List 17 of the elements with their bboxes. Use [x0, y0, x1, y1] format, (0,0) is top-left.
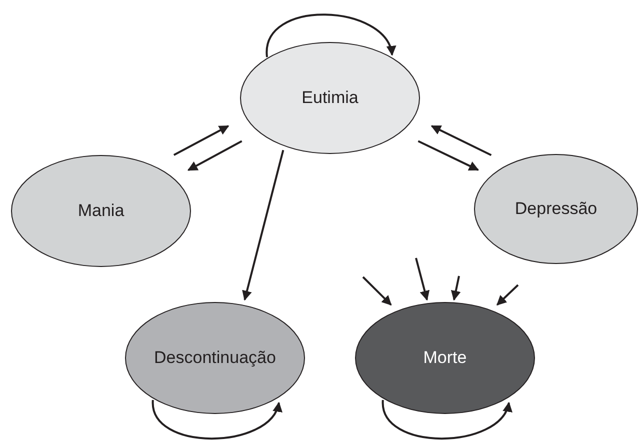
state-label: Descontinuação — [154, 348, 276, 368]
arrow — [418, 140, 479, 171]
arrow — [450, 276, 461, 301]
arrow — [430, 125, 492, 156]
state-label: Morte — [423, 348, 467, 368]
arrow — [152, 400, 280, 440]
arrow — [187, 140, 242, 171]
state-label: Depressão — [514, 199, 598, 219]
state-label: Eutimia — [302, 88, 358, 108]
arrow — [415, 258, 430, 301]
state-label: Mania — [78, 201, 124, 221]
arrow — [496, 284, 519, 306]
arrow — [242, 150, 284, 301]
arrow — [173, 125, 230, 156]
arrow — [362, 276, 392, 306]
arrow — [382, 400, 510, 440]
arrow — [266, 14, 394, 58]
